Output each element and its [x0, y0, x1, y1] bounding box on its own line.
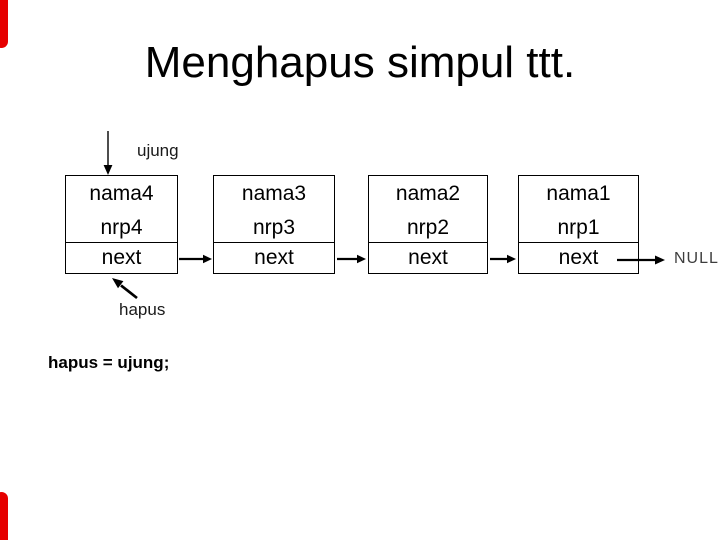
node-data-cell: nama2 nrp2 [369, 176, 487, 243]
list-node-1: nama4 nrp4 next [65, 175, 178, 274]
node-link-arrow-1-icon [179, 254, 212, 264]
list-node-4: nama1 nrp1 next [518, 175, 639, 274]
node-nrp-label: nrp4 [100, 216, 143, 239]
ujung-pointer-arrow-icon [103, 131, 113, 175]
node-next-label: next [558, 246, 599, 269]
node-data-cell: nama4 nrp4 [66, 176, 177, 243]
node-nama-label: nama4 [89, 182, 154, 205]
node-next-label: next [254, 246, 294, 269]
node-data-cell: nama3 nrp3 [214, 176, 334, 243]
node-nrp-label: nrp2 [406, 216, 450, 239]
corner-accent-bottom [0, 492, 8, 540]
node-link-arrow-3-icon [490, 254, 516, 264]
node-next-cell: next [66, 243, 177, 272]
node-next-cell: next [214, 243, 334, 272]
node-nrp-label: nrp1 [557, 216, 600, 239]
node-nama-label: nama1 [546, 182, 611, 205]
ujung-pointer-label: ujung [137, 141, 179, 160]
node-next-label: next [101, 246, 142, 269]
corner-accent-top [0, 0, 8, 48]
list-node-2: nama3 nrp3 next [213, 175, 335, 274]
null-label: NULL [674, 250, 719, 267]
node-data-cell: nama1 nrp1 [519, 176, 638, 243]
node-nrp-label: nrp3 [252, 216, 296, 239]
node-next-cell: next [519, 243, 638, 272]
hapus-pointer-label: hapus [119, 300, 166, 319]
slide-title: Menghapus simpul ttt. [144, 38, 576, 87]
node-nama-label: nama2 [395, 182, 461, 205]
hapus-pointer-arrow-icon [112, 278, 138, 300]
list-node-3: nama2 nrp2 next [368, 175, 488, 274]
node-next-cell: next [369, 243, 487, 272]
node-next-label: next [408, 246, 448, 269]
node-link-arrow-2-icon [337, 254, 366, 264]
statement-text: hapus = ujung; [48, 353, 170, 372]
node-nama-label: nama3 [241, 182, 307, 205]
